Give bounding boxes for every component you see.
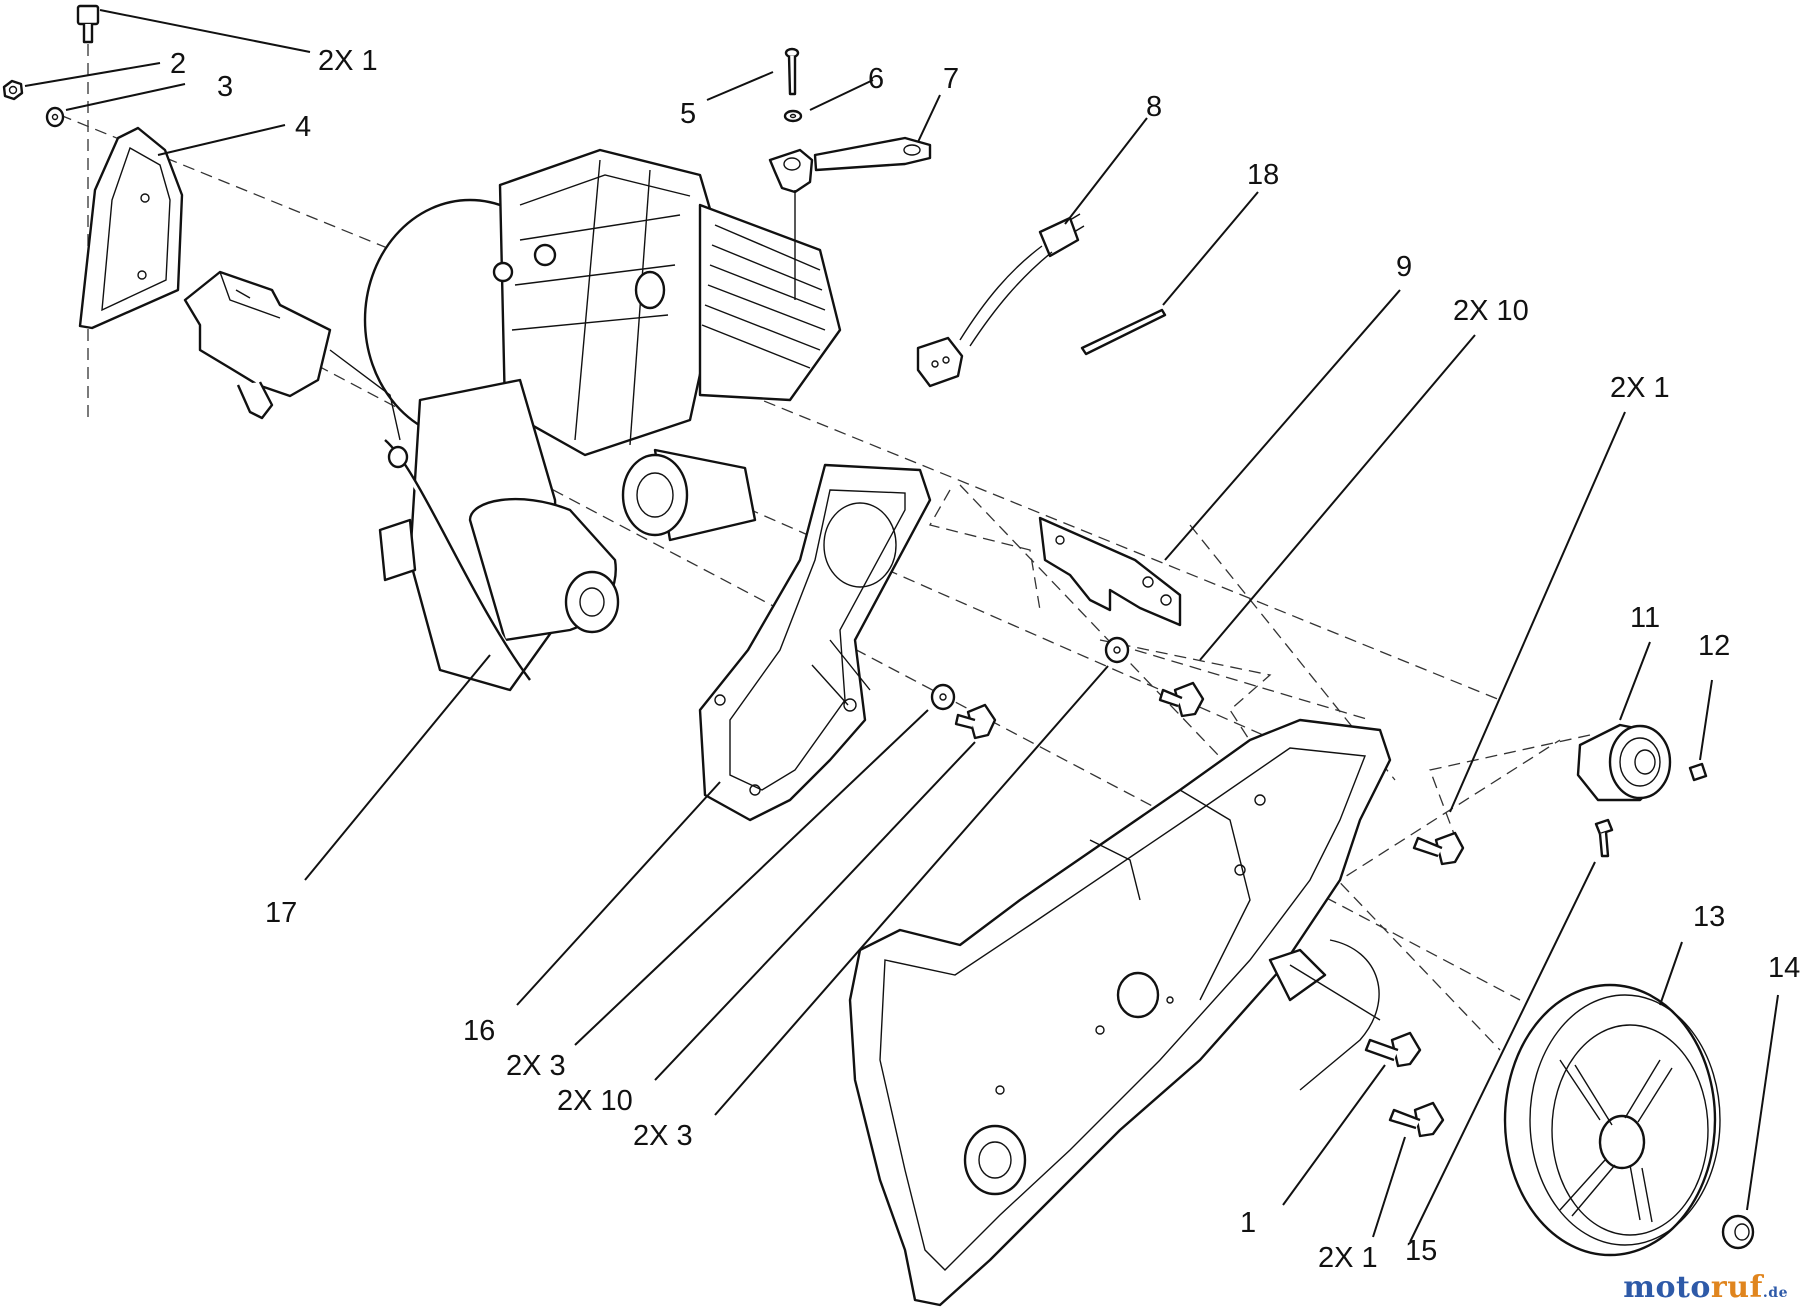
bolt-mid-a bbox=[954, 703, 997, 740]
callout-2x1-right: 2X 1 bbox=[1610, 372, 1670, 404]
watermark-logo: motoruf.de bbox=[1623, 1270, 1788, 1305]
callout-2x3-left: 2X 3 bbox=[506, 1050, 566, 1082]
callout-11: 11 bbox=[1630, 602, 1660, 634]
callout-2x1-top: 2X 1 bbox=[318, 45, 378, 77]
callout-2x3-mid: 2X 3 bbox=[633, 1120, 693, 1152]
callout-2: 2 bbox=[170, 48, 186, 80]
bolt-mid-b bbox=[1158, 681, 1205, 718]
watermark-part1: moto bbox=[1623, 1270, 1711, 1305]
nut bbox=[2, 79, 24, 101]
callout-1: 1 bbox=[1240, 1207, 1256, 1239]
bracket bbox=[1038, 516, 1182, 627]
watermark-part2: ruf bbox=[1710, 1270, 1763, 1305]
washer-small bbox=[45, 106, 65, 128]
callout-14: 14 bbox=[1768, 952, 1800, 984]
callout-labels: 2X 1 2 3 4 5 6 7 8 18 9 2X 10 2X 1 11 12… bbox=[170, 45, 1800, 1274]
bolt-top bbox=[76, 4, 100, 44]
callout-4: 4 bbox=[295, 111, 311, 143]
callout-9: 9 bbox=[1396, 251, 1412, 283]
bolt-axle-a bbox=[1364, 1031, 1422, 1068]
wheel bbox=[1503, 983, 1721, 1257]
mounting-plate bbox=[78, 126, 184, 330]
callout-8: 8 bbox=[1146, 91, 1162, 123]
screw bbox=[784, 47, 800, 96]
callout-15: 15 bbox=[1405, 1235, 1437, 1267]
set-screw bbox=[1688, 762, 1708, 782]
key-switch bbox=[768, 136, 932, 300]
callout-2x1-bottom: 2X 1 bbox=[1318, 1242, 1378, 1274]
callout-16: 16 bbox=[463, 1015, 495, 1047]
callout-13: 13 bbox=[1693, 901, 1725, 933]
callout-2x10-top: 2X 10 bbox=[1453, 295, 1529, 327]
washer-mid-b bbox=[1104, 636, 1130, 664]
washer-key bbox=[783, 109, 803, 123]
watermark-part3: .de bbox=[1762, 1285, 1788, 1301]
callout-2x10-bottom: 2X 10 bbox=[557, 1085, 633, 1117]
auger-housing bbox=[848, 718, 1392, 1307]
leader-lines bbox=[24, 9, 1779, 1243]
callout-5: 5 bbox=[680, 98, 696, 130]
callout-3: 3 bbox=[217, 71, 233, 103]
cap-nut bbox=[1721, 1214, 1755, 1250]
callout-12: 12 bbox=[1698, 630, 1730, 662]
engine-assembly bbox=[363, 148, 842, 692]
bolt-axle-b bbox=[1388, 1101, 1445, 1138]
switch-box bbox=[183, 270, 401, 441]
pulley-screw bbox=[1594, 818, 1614, 858]
frame-plate bbox=[698, 463, 932, 822]
power-cord bbox=[916, 213, 1085, 388]
washer-mid-a bbox=[930, 683, 956, 711]
callout-6: 6 bbox=[868, 63, 884, 95]
cotter-pin bbox=[1080, 308, 1167, 356]
callout-18: 18 bbox=[1247, 159, 1279, 191]
callout-17: 17 bbox=[265, 897, 297, 929]
callout-7: 7 bbox=[943, 63, 959, 95]
bolt-right bbox=[1412, 831, 1465, 866]
pulley bbox=[1576, 723, 1672, 802]
